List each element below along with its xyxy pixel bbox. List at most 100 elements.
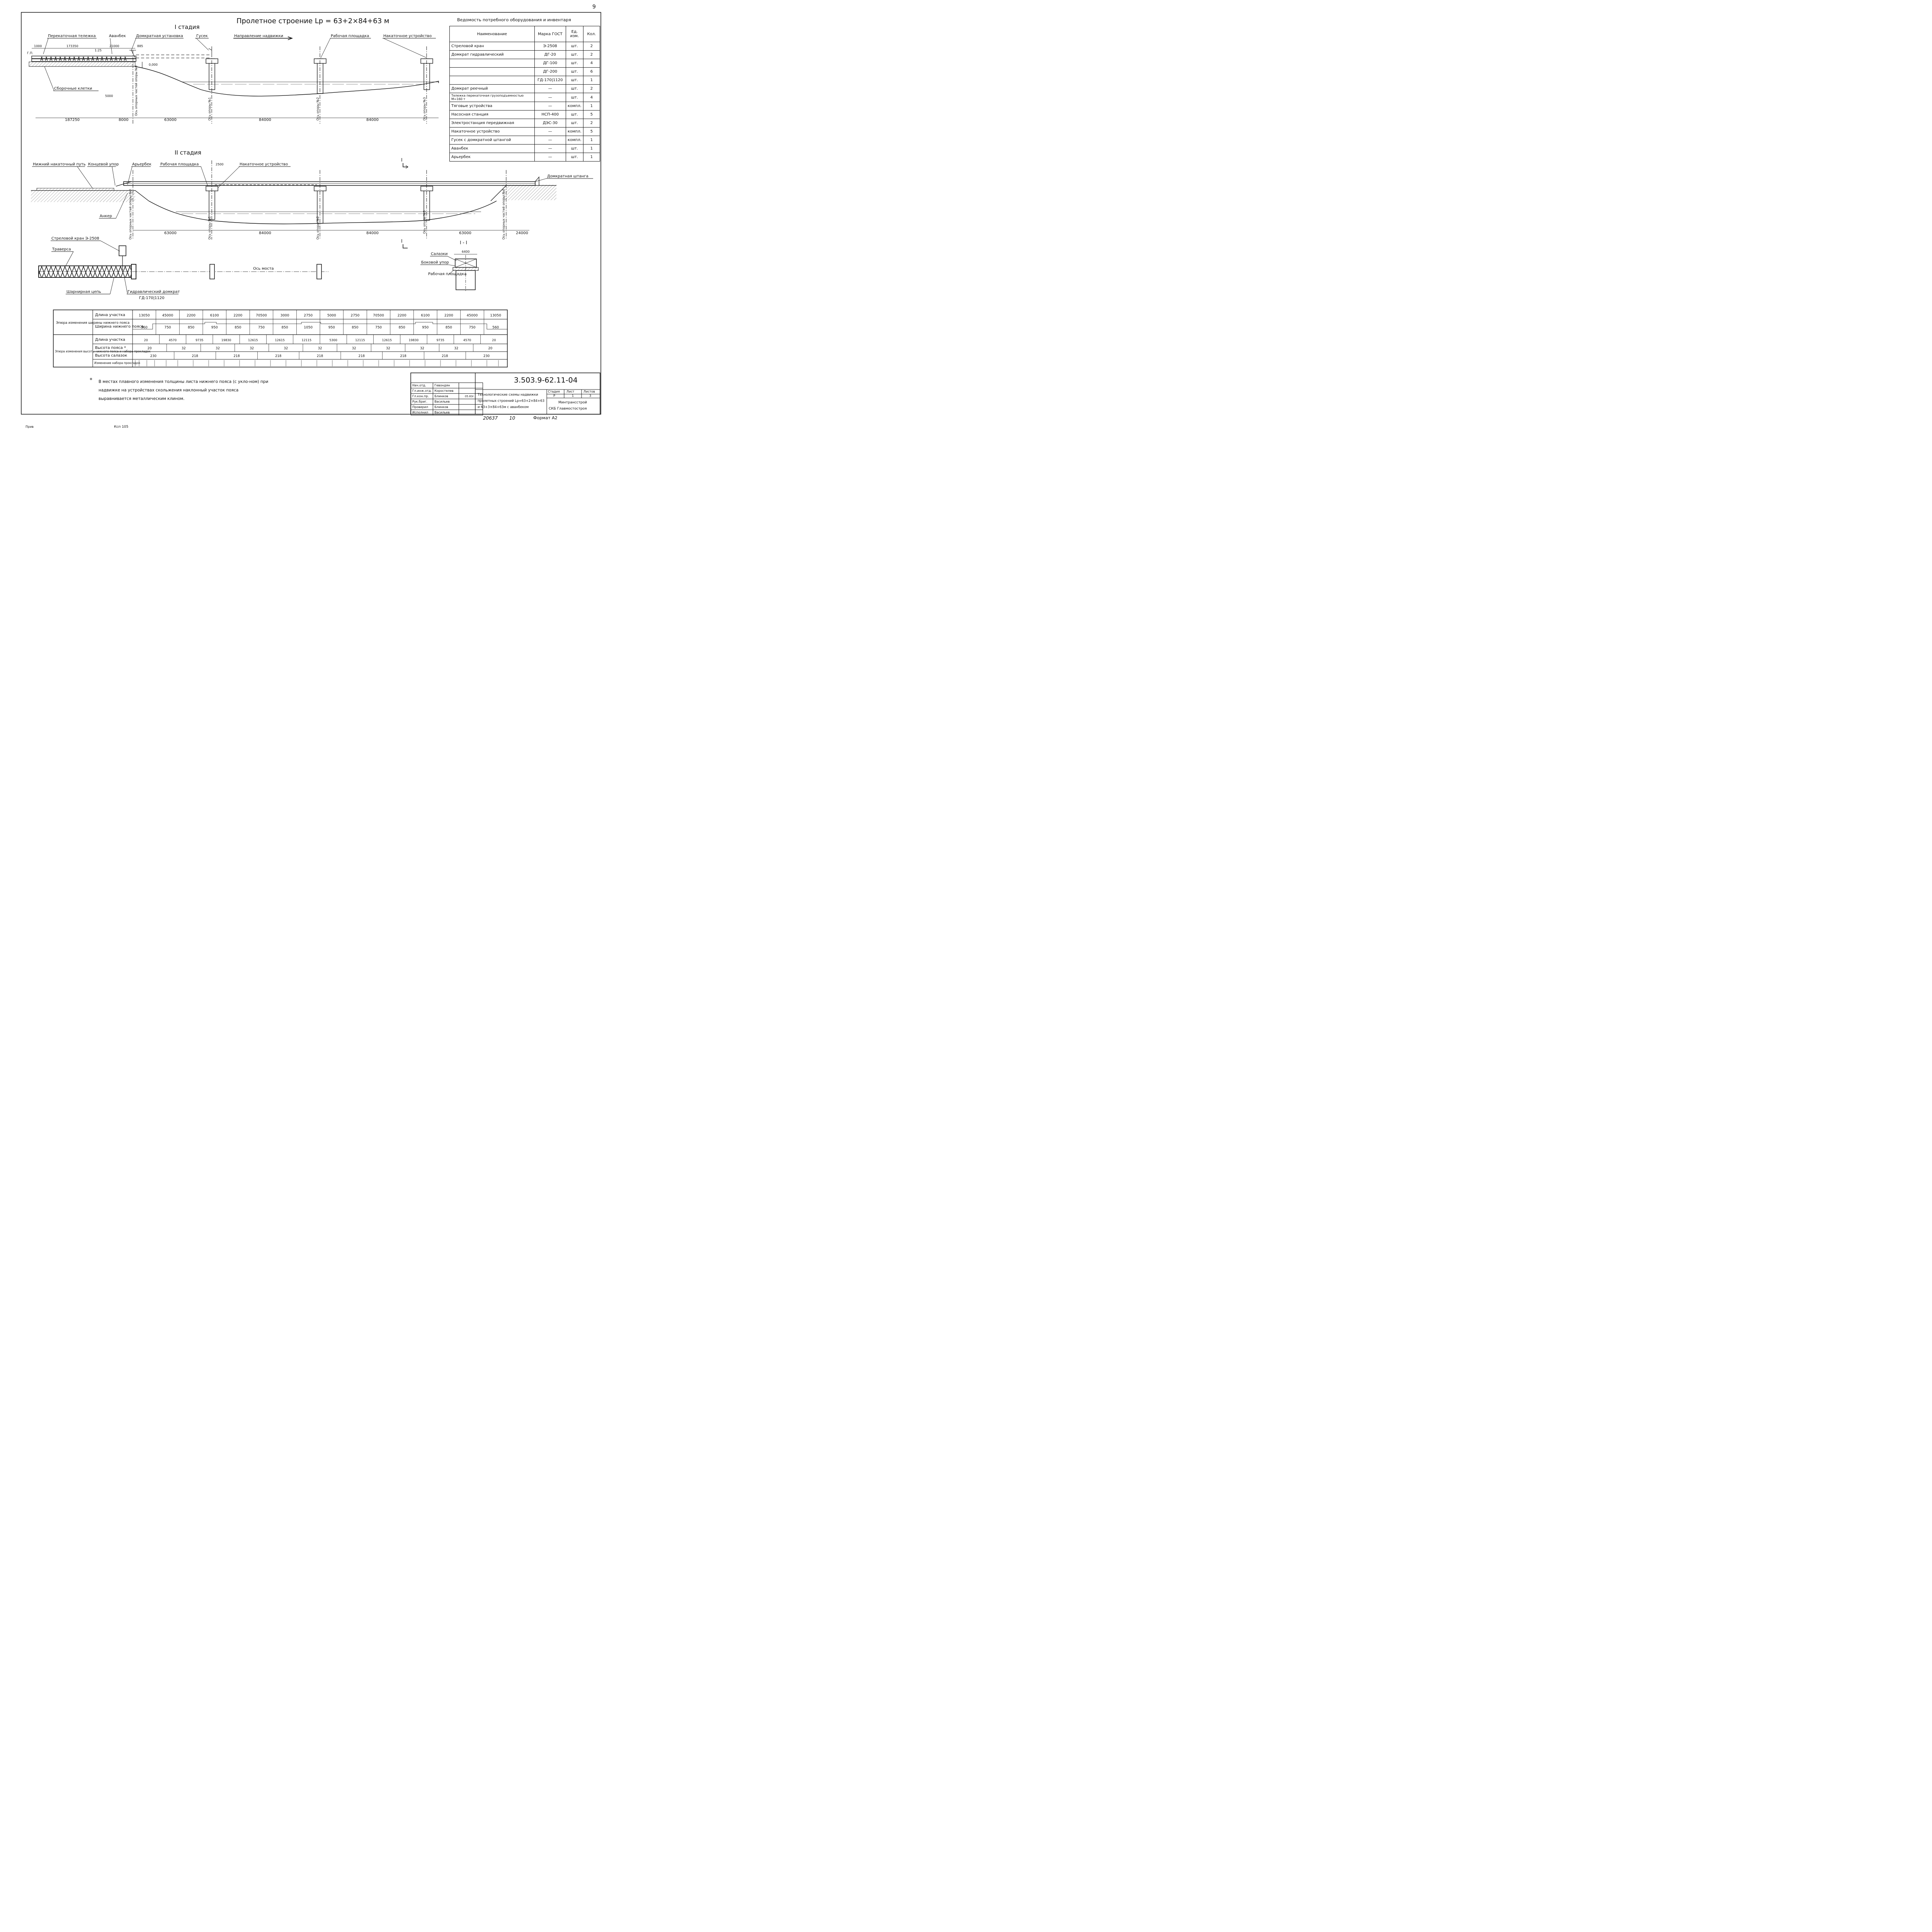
- equipment-cell-qty: 6: [583, 67, 600, 76]
- equipment-row: Гусек с домкратной штангой—компл.1: [449, 136, 600, 145]
- diagram-segment-cell: 19830: [409, 338, 418, 342]
- diagram-segment-cell: 20: [492, 338, 496, 342]
- equipment-cell-name: Домкрат реечный: [449, 84, 535, 93]
- diagram-skid-cell: 218: [233, 354, 240, 358]
- equipment-cell-mark: НСП-400: [534, 110, 566, 119]
- signature-role: Проверил: [410, 404, 434, 410]
- section-title: I - I: [460, 240, 467, 245]
- diagram-belt-cell: 20: [488, 347, 492, 350]
- diagram-belt-cell: 20: [148, 347, 152, 350]
- diagram-belt-cell: 32: [386, 347, 390, 350]
- equipment-cell-mark: ДГ-200: [534, 67, 566, 76]
- stage2-label-arjerbek: Арьербек: [132, 162, 151, 167]
- page-number: 9: [592, 4, 596, 10]
- stage2-axis4-label: Ось опорных частей опоры №4: [502, 189, 505, 240]
- title-block-copy: 10: [509, 415, 515, 421]
- equipment-cell-unit: шт.: [565, 93, 583, 102]
- stage1-label-avanbek: Аванбек: [109, 34, 126, 38]
- diagram-skid-cell: 218: [275, 354, 281, 358]
- equipment-cell-name: [449, 76, 535, 85]
- diagram-skid-cell: 218: [192, 354, 198, 358]
- signature-row: Гл.кон.пр.Блинков: [410, 393, 483, 399]
- stage1-dim-1000: 1000: [34, 44, 42, 48]
- equipment-cell-name: Электростанция передвижная: [449, 119, 535, 128]
- diagram-width-cell: 850: [446, 326, 452, 330]
- stage2-dim-84000-a: 84000: [259, 231, 271, 235]
- equipment-row: Накаточное устройство—компл.5: [449, 127, 600, 136]
- stage2-dim-24000: 24000: [516, 231, 528, 235]
- diagram-segment-cell: 12115: [355, 338, 365, 342]
- diagram-length-cell: 70500: [256, 314, 267, 318]
- stage2-label-platform: Рабочая площадка: [160, 162, 199, 167]
- diagram-skid-cell: 218: [317, 354, 323, 358]
- stage2-label-anchor: Анкер: [100, 214, 112, 218]
- diagram-belt-cell: 32: [352, 347, 356, 350]
- stage1-dim-8000: 8000: [119, 118, 128, 122]
- diagram-length-cell: 13050: [139, 314, 150, 318]
- equipment-cell-qty: 1: [583, 102, 600, 111]
- section-label-side-stop: Боковой упор: [421, 260, 449, 265]
- diagram-belt-cell: 32: [318, 347, 322, 350]
- diagram-length-cell: 5000: [327, 314, 336, 318]
- equipment-cell-name: Тележка перекаточная грузоподъемностью М…: [449, 93, 535, 102]
- diagram-belt-cell: 32: [216, 347, 220, 350]
- equipment-cell-mark: ДГ-100: [534, 59, 566, 68]
- stage2-label-lower-track: Нижний накаточный путь: [33, 162, 86, 167]
- equipment-cell-mark: —: [534, 144, 566, 153]
- section-label-platform: Рабочая площадка: [428, 272, 466, 276]
- diagram-belt-cell: 32: [182, 347, 186, 350]
- diagram-length-cell: 2200: [233, 314, 242, 318]
- section-view: I - I 6400 Салазки Боковой упор Рабочая …: [420, 240, 479, 292]
- stage1-dim-187250: 187250: [65, 118, 80, 122]
- stage1-label-trolley: Перекаточная тележка: [48, 34, 96, 38]
- diagram-sub-skid: Высота салазок: [95, 354, 127, 358]
- signature-name: Гевондян: [433, 383, 459, 388]
- equipment-cell-name: Накаточное устройство: [449, 127, 535, 136]
- title-block-code: 3.503.9-62.11-04: [514, 376, 578, 384]
- plan-label-traverse: Траверса: [52, 247, 71, 252]
- stage1-dim-21000: 21000: [109, 44, 119, 48]
- equipment-cell-mark: —: [534, 102, 566, 111]
- equipment-cell-name: Гусек с домкратной штангой: [449, 136, 535, 145]
- title-block-stage-header: Стадия: [548, 390, 560, 393]
- plan-label-chain: Шарнирная цепь: [66, 290, 101, 294]
- equipment-cell-unit: шт.: [565, 110, 583, 119]
- diagram-segment-cell: 4570: [169, 338, 177, 342]
- diagram-belt-cell: 32: [284, 347, 288, 350]
- diagram-width-cell: 560: [492, 326, 499, 330]
- equipment-row: Тяговые устройства—компл.1: [449, 102, 600, 111]
- diagram-length-cell: 2200: [444, 314, 453, 318]
- equipment-cell-qty: 5: [583, 110, 600, 119]
- diagram-length-cell: 70500: [373, 314, 384, 318]
- equipment-header-qty: Кол.: [583, 26, 600, 42]
- diagram-width-cell: 750: [258, 326, 265, 330]
- stage2-pier-2: [314, 186, 327, 224]
- diagram-table: Эпюра изменения ширины нижнего пояса Эпю…: [53, 310, 508, 367]
- stage1-label-cages: Сборочные клетки: [54, 87, 92, 91]
- equipment-cell-unit: компл.: [565, 102, 583, 111]
- diagram-row-header-width: Эпюра изменения ширины нижнего пояса: [56, 321, 129, 325]
- equipment-cell-unit: компл.: [565, 136, 583, 145]
- diagram-width-cell: 950: [211, 326, 218, 330]
- diagram-width-cell: 850: [352, 326, 358, 330]
- section-label-skids: Салазки: [431, 252, 448, 256]
- equipment-cell-qty: 2: [583, 50, 600, 59]
- signature-mark: [459, 410, 483, 415]
- diagram-segment-cell: 9735: [437, 338, 444, 342]
- signature-name: Васильев: [433, 410, 459, 415]
- equipment-cell-qty: 2: [583, 119, 600, 128]
- stage1-label-direction: Направление надвижки: [234, 34, 283, 38]
- stage1-axis3-label: Ось опоры №3: [423, 97, 426, 121]
- equipment-cell-qty: 1: [583, 76, 600, 85]
- plan-label-crane: Стреловой кран Э-2508: [51, 236, 99, 241]
- stage1-axis2-label: Ось опоры №2: [316, 97, 320, 121]
- note-mark: *: [90, 377, 92, 383]
- signature-name: Блинков: [433, 404, 459, 410]
